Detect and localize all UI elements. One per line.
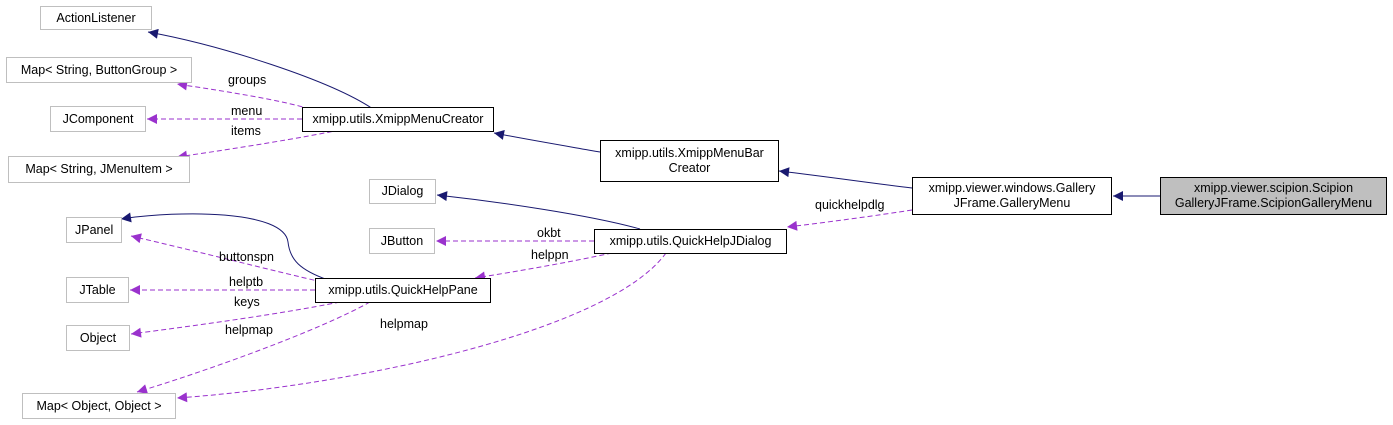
edge-label-quickhelpdlg: quickhelpdlg <box>815 198 885 212</box>
node-jpanel[interactable]: JPanel <box>66 217 122 243</box>
node-jdialog-label: JDialog <box>381 184 424 198</box>
edge-label-okbt: okbt <box>537 226 561 240</box>
node-quick-help-pane-label: xmipp.utils.QuickHelpPane <box>328 283 478 297</box>
edge-label-keys: keys <box>234 295 260 309</box>
node-object[interactable]: Object <box>66 325 130 351</box>
node-scipion-gallery-menu-line-2: GalleryJFrame.ScipionGalleryMenu <box>1174 196 1373 210</box>
node-scipion-gallery-menu-line-1: xmipp.viewer.scipion.Scipion <box>1193 181 1354 195</box>
node-map-object-object[interactable]: Map< Object, Object > <box>22 393 176 419</box>
edge-quickhelppane-to-jpanel <box>120 212 329 281</box>
edge-keys <box>130 301 341 338</box>
node-quick-help-jdialog-label: xmipp.utils.QuickHelpJDialog <box>609 234 772 248</box>
edge-quickhelpdialog-to-jdialog <box>436 191 641 230</box>
node-quick-help-pane[interactable]: xmipp.utils.QuickHelpPane <box>315 278 491 303</box>
node-map-string-buttongroup[interactable]: Map< String, ButtonGroup > <box>6 57 192 83</box>
node-jcomponent-label: JComponent <box>62 111 134 126</box>
edge-groups <box>176 80 311 110</box>
node-xmipp-menu-bar-creator[interactable]: xmipp.utils.XmippMenuBar Creator <box>600 140 779 182</box>
node-jpanel-label: JPanel <box>75 222 114 237</box>
edge-label-buttonspn: buttonspn <box>219 250 274 264</box>
edge-menucreator-to-actionlistener <box>147 28 374 110</box>
node-gallery-menu-line-2: JFrame.GalleryMenu <box>953 196 1071 210</box>
edge-label-helptb: helptb <box>229 275 263 289</box>
edge-helpmap-pane <box>136 301 371 394</box>
node-xmipp-menu-bar-creator-line-1: xmipp.utils.XmippMenuBar <box>615 146 764 160</box>
edge-label-helppn: helppn <box>531 248 569 262</box>
edge-buttonspn <box>130 233 323 283</box>
node-jbutton-label: JButton <box>380 233 424 248</box>
node-jtable-label: JTable <box>79 282 116 297</box>
node-jtable[interactable]: JTable <box>66 277 129 303</box>
node-quick-help-jdialog[interactable]: xmipp.utils.QuickHelpJDialog <box>594 229 787 254</box>
edge-label-groups: groups <box>228 73 266 87</box>
node-xmipp-menu-creator[interactable]: xmipp.utils.XmippMenuCreator <box>302 107 494 132</box>
edge-label-helpmap-pane: helpmap <box>225 323 273 337</box>
node-gallery-menu-line-1: xmipp.viewer.windows.Gallery <box>928 181 1096 195</box>
node-action-listener[interactable]: ActionListener <box>40 6 152 30</box>
node-xmipp-menu-creator-label: xmipp.utils.XmippMenuCreator <box>312 112 484 126</box>
edge-gallerymenu-to-menubarcreator <box>778 167 913 189</box>
edge-label-menu: menu <box>231 104 262 118</box>
edge-quickhelpdlg <box>786 209 913 231</box>
edge-label-helpmap-dialog: helpmap <box>380 317 428 331</box>
edge-menubarcreator-to-menucreator <box>493 130 601 153</box>
edge-items <box>176 129 341 161</box>
node-jcomponent[interactable]: JComponent <box>50 106 146 132</box>
node-map-string-jmenuitem-label: Map< String, JMenuItem > <box>25 162 173 176</box>
node-jdialog[interactable]: JDialog <box>369 179 436 204</box>
edge-label-items: items <box>231 124 261 138</box>
node-gallery-menu[interactable]: xmipp.viewer.windows.Gallery JFrame.Gall… <box>912 177 1112 215</box>
node-map-string-jmenuitem[interactable]: Map< String, JMenuItem > <box>8 156 190 183</box>
node-xmipp-menu-bar-creator-line-2: Creator <box>668 161 711 175</box>
edge-helppn <box>474 252 613 282</box>
node-action-listener-label: ActionListener <box>56 10 136 25</box>
node-object-label: Object <box>79 330 117 345</box>
node-map-string-buttongroup-label: Map< String, ButtonGroup > <box>20 62 178 77</box>
node-jbutton[interactable]: JButton <box>369 228 435 254</box>
node-scipion-gallery-menu[interactable]: xmipp.viewer.scipion.Scipion GalleryJFra… <box>1160 177 1387 215</box>
node-map-object-object-label: Map< Object, Object > <box>36 398 162 413</box>
